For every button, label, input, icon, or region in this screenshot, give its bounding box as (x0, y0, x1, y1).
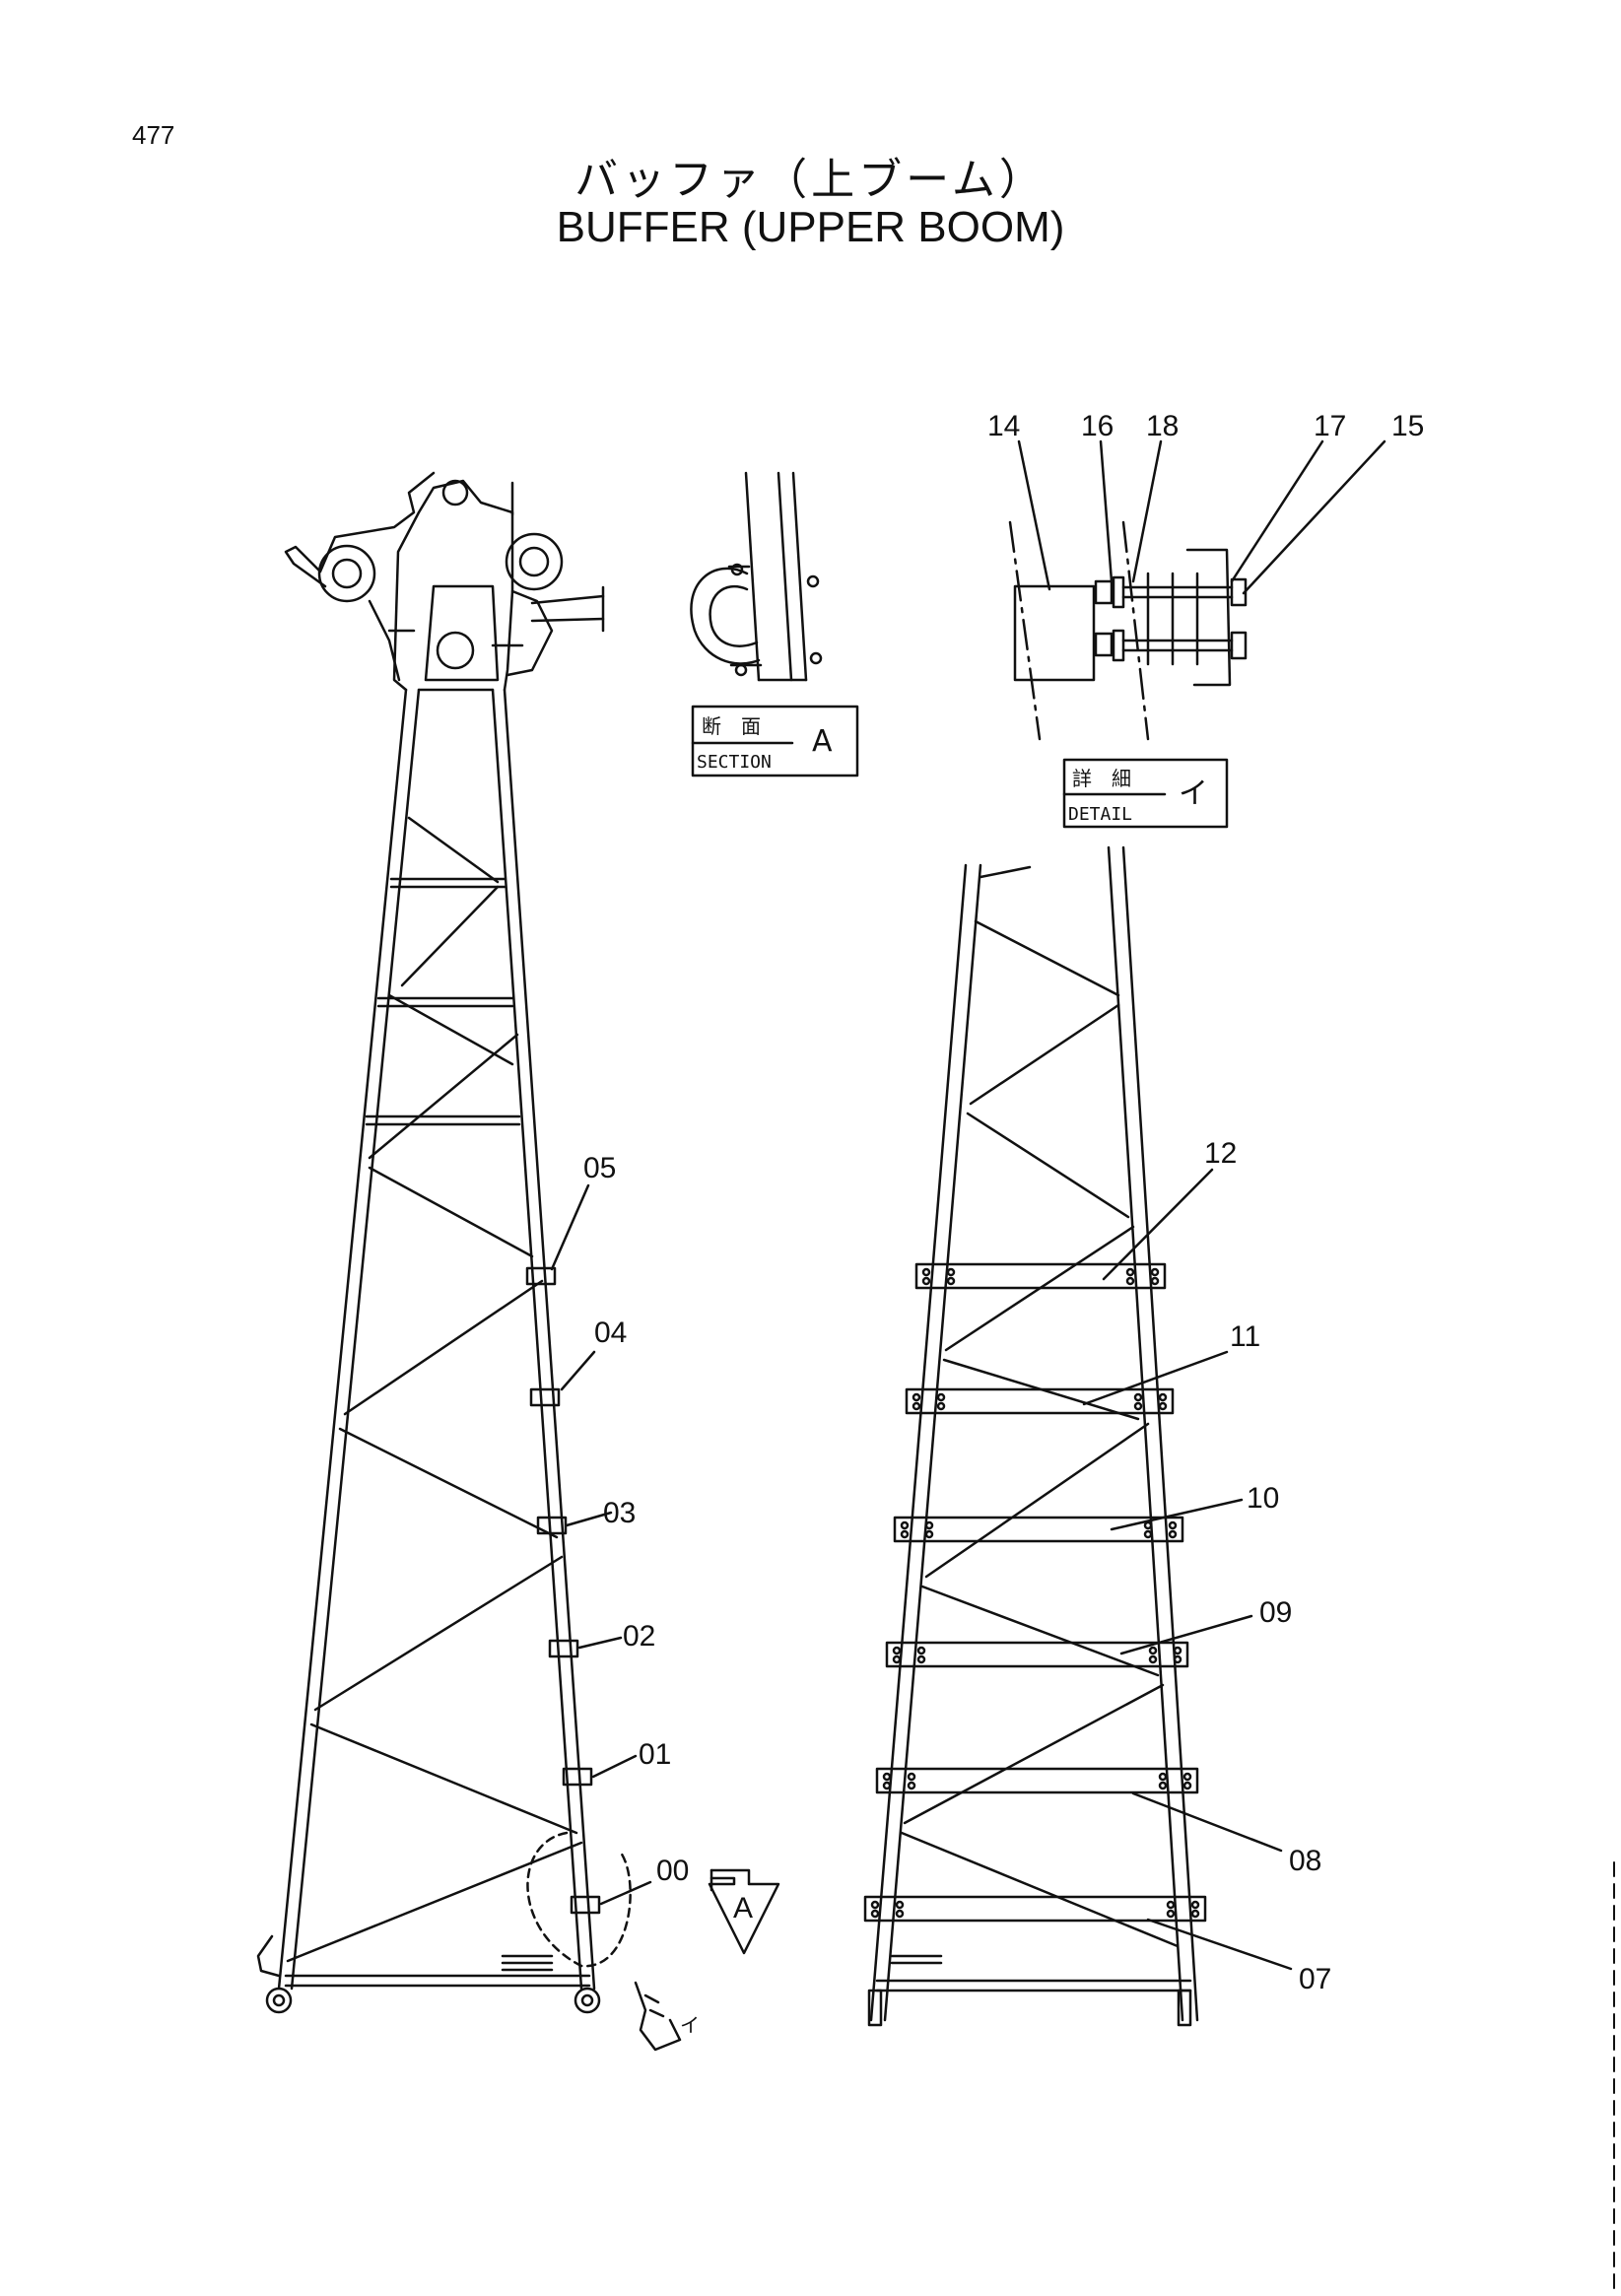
detail-i-inset (1008, 520, 1248, 741)
buffer-01 (562, 1767, 593, 1787)
right-boom (863, 845, 1207, 2027)
callout-15: 15 (1391, 410, 1424, 442)
detail-label-jp: 詳 細 (1072, 767, 1131, 790)
buffer-04 (529, 1387, 561, 1407)
callout-01: 01 (639, 1738, 671, 1771)
buffer-05 (525, 1266, 557, 1286)
section-a-inset (690, 471, 823, 682)
section-box (691, 705, 859, 777)
section-label-jp: 断 面 (702, 714, 761, 738)
callout-08: 08 (1289, 1845, 1321, 1877)
plate-12 (914, 1262, 1167, 1290)
callout-02: 02 (623, 1620, 655, 1653)
section-letter: A (812, 724, 833, 759)
callout-16: 16 (1081, 410, 1114, 442)
detail-pointer-hand (634, 1981, 682, 2052)
section-label-en: SECTION (697, 752, 772, 773)
view-marker-a: A (733, 1892, 753, 1925)
detail-label-en: DETAIL (1068, 804, 1132, 825)
buffer-02 (548, 1639, 579, 1658)
detail-letter: イ (1179, 777, 1208, 811)
plate-09 (885, 1641, 1189, 1668)
plate-10 (893, 1516, 1184, 1543)
callout-11: 11 (1230, 1320, 1260, 1353)
callout-05: 05 (583, 1152, 616, 1184)
title-japanese: バッファ（上ブーム） (574, 155, 1047, 205)
left-boom (256, 471, 632, 2014)
view-marker-i: イ (680, 2013, 700, 2037)
plate-07 (863, 1895, 1207, 1923)
callout-00: 00 (656, 1855, 689, 1887)
title-english: BUFFER (UPPER BOOM) (556, 203, 1065, 251)
view-a-arrow (708, 1868, 780, 1955)
plate-11 (905, 1387, 1175, 1415)
callout-12: 12 (1204, 1137, 1237, 1170)
callout-03: 03 (603, 1497, 636, 1529)
callout-09: 09 (1259, 1596, 1292, 1629)
buffer-00 (570, 1895, 601, 1915)
callout-10: 10 (1247, 1482, 1279, 1515)
callout-04: 04 (594, 1317, 627, 1349)
callout-18: 18 (1146, 410, 1179, 442)
page-number: 477 (132, 120, 175, 150)
callout-07: 07 (1299, 1963, 1331, 1995)
callout-17: 17 (1314, 410, 1346, 442)
plate-08 (875, 1767, 1199, 1794)
callout-14: 14 (987, 410, 1020, 442)
